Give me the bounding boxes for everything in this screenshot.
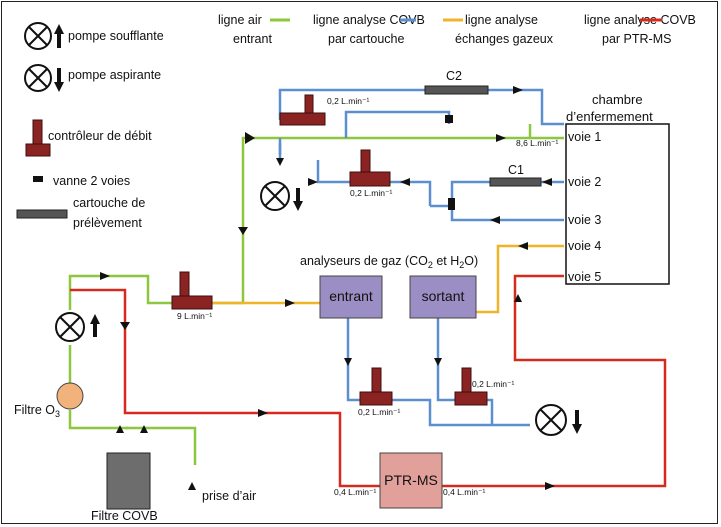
- suction-pump-icon: [24, 64, 64, 92]
- ptrms-label: PTR-MS: [384, 472, 438, 488]
- air-intake-label: prise d’air: [202, 489, 256, 503]
- legend: pompe soufflante pompe aspirante contrôl…: [16, 22, 164, 230]
- flow-controller-c2: [279, 94, 326, 126]
- legend-blower-pump: pompe soufflante: [68, 29, 164, 43]
- flow-controller-icon: [25, 119, 51, 157]
- chamber-way-1: voie 1: [568, 130, 601, 144]
- line-legend-cartridge-1: ligne analyse COVB: [313, 13, 425, 27]
- chamber-way-3: voie 3: [568, 213, 601, 227]
- flow-label-inlet: 8,6 L.min⁻¹: [516, 138, 558, 148]
- cartridge-c2-label: C2: [446, 69, 462, 83]
- flow-label-c2: 0,2 L.min⁻¹: [327, 96, 369, 106]
- legend-flow-controller: contrôleur de débit: [48, 129, 152, 143]
- valve-upper: [445, 115, 453, 123]
- flow-controller-main: [171, 271, 213, 310]
- voc-filter: Filtre COVB: [91, 452, 158, 523]
- flow-controller-analyser-in: [359, 367, 393, 406]
- line-legend-gas-exchange-1: ligne analyse: [465, 13, 538, 27]
- chamber-title-2: d’enfermement: [566, 109, 653, 124]
- analysers-title: analyseurs de gaz (CO2 et H2O): [300, 254, 478, 270]
- flow-label-c1: 0,2 L.min⁻¹: [350, 188, 392, 198]
- legend-suction-pump: pompe aspirante: [68, 68, 161, 82]
- chamber-way-5: voie 5: [568, 270, 601, 284]
- line-legend: ligne air entrant ligne analyse COVB par…: [218, 13, 696, 46]
- line-legend-gas-exchange-2: échanges gazeux: [455, 32, 554, 46]
- valve-icon: [33, 176, 43, 182]
- chamber-way-2: voie 2: [568, 175, 601, 189]
- analyser-inlet-label: entrant: [329, 288, 373, 304]
- voc-filter-label: Filtre COVB: [91, 509, 158, 523]
- flow-label-main: 9 L.min⁻¹: [177, 311, 212, 321]
- line-legend-incoming-air-2: entrant: [233, 32, 272, 46]
- chamber-title-1: chambre: [592, 92, 643, 107]
- flow-controller-analyser-out: [454, 367, 488, 406]
- pump-suction-cartridge: [260, 181, 303, 211]
- legend-valve: vanne 2 voies: [53, 174, 130, 188]
- pump-suction-analysers: [535, 404, 582, 436]
- flow-labels: 0,2 L.min⁻¹ 8,6 L.min⁻¹ 0,2 L.min⁻¹ 9 L.…: [177, 96, 558, 497]
- line-legend-ptrms-1: ligne analyse COVB: [584, 13, 696, 27]
- flow-label-ptr-left: 0,4 L.min⁻¹: [334, 487, 376, 497]
- blower-pump-icon: [24, 22, 64, 50]
- flow-label-ptr-right: 0,4 L.min⁻¹: [443, 487, 485, 497]
- enclosure-chamber: chambre d’enfermement voie 1 voie 2 voie…: [565, 92, 670, 285]
- cartridge-c1-label: C1: [508, 163, 524, 177]
- gas-analysers: analyseurs de gaz (CO2 et H2O) entrant s…: [300, 254, 478, 319]
- line-legend-ptrms-2: par PTR-MS: [602, 32, 671, 46]
- cartridge-icon: [16, 209, 68, 219]
- gas-exchange-lines: [212, 244, 564, 314]
- ptrms-lines: [70, 274, 667, 488]
- legend-cartridge-line1: cartouche de: [73, 196, 145, 210]
- ozone-filter: Filtre O3: [14, 382, 84, 419]
- line-legend-cartridge-2: par cartouche: [328, 32, 404, 46]
- cartridge-c2: C2: [424, 69, 489, 95]
- ptrms: PTR-MS: [379, 452, 443, 509]
- flow-label-analyser-in: 0,2 L.min⁻¹: [358, 407, 400, 417]
- flow-controller-c1: [349, 149, 391, 187]
- valve-lower: [448, 198, 455, 210]
- chamber-way-4: voie 4: [568, 239, 601, 253]
- line-legend-incoming-air-1: ligne air: [218, 13, 262, 27]
- analyser-outlet: [409, 275, 477, 319]
- legend-cartridge-line2: prélèvement: [73, 216, 142, 230]
- cartridge-c1: C1: [489, 163, 542, 187]
- analyser-inlet: [319, 275, 383, 319]
- pump-blower: [55, 312, 100, 342]
- flow-label-analyser-out: 0,2 L.min⁻¹: [472, 379, 514, 389]
- ozone-filter-label: Filtre O3: [14, 403, 60, 419]
- analyser-outlet-label: sortant: [422, 288, 465, 304]
- flow-arrows: [100, 86, 555, 490]
